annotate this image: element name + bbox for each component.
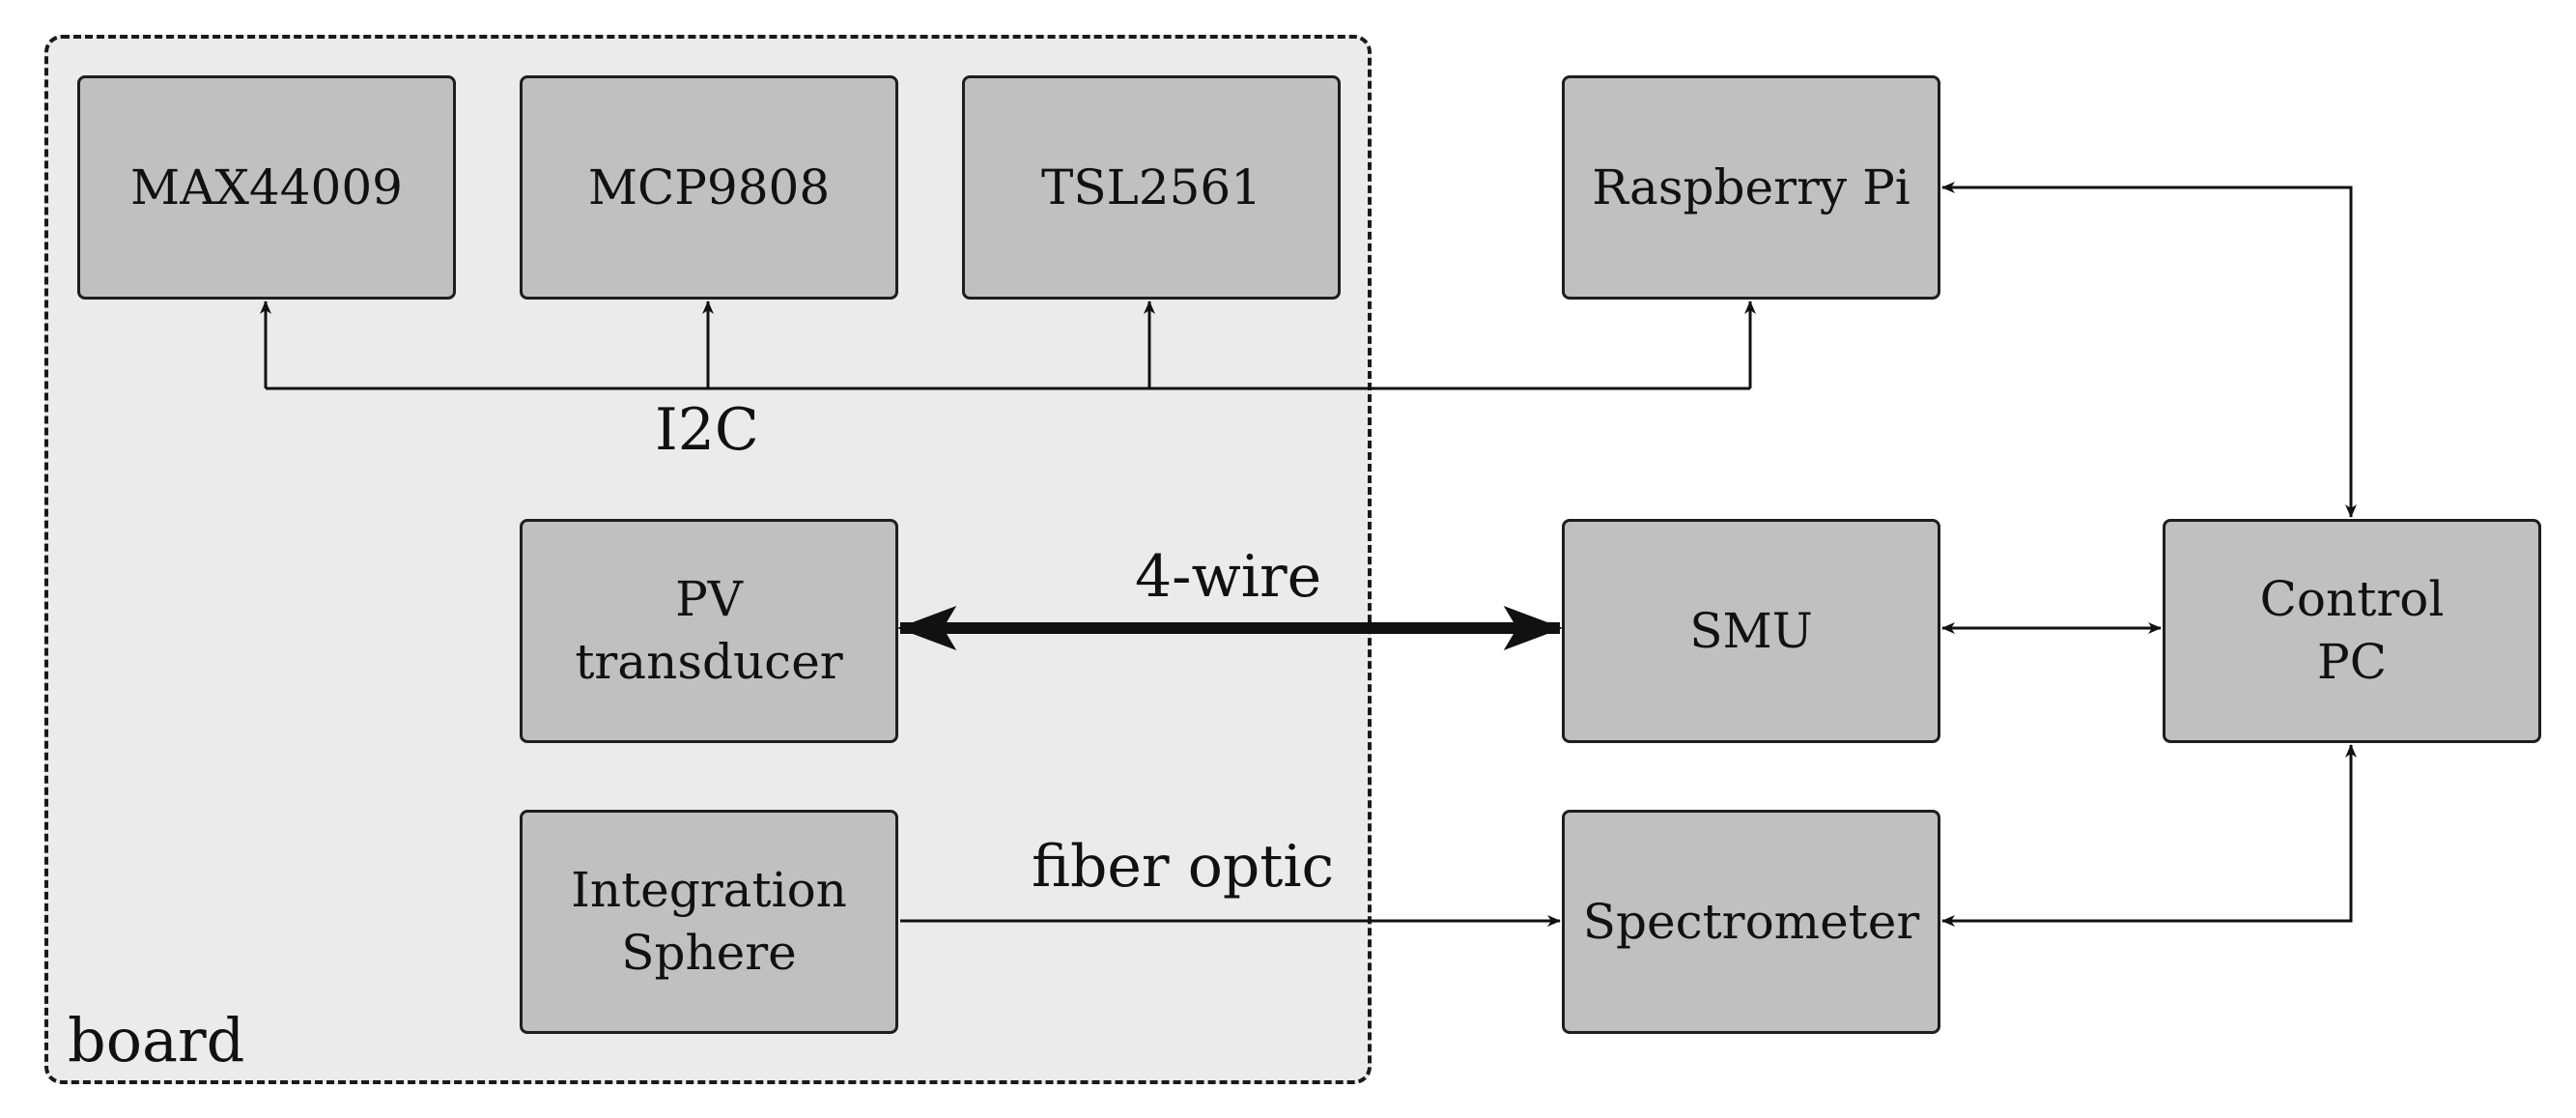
spectrometer-label: Spectrometer: [1582, 893, 1920, 950]
mcp9808-label: MCP9808: [587, 158, 831, 215]
raspberry-pi-block: Raspberry Pi: [1562, 75, 1940, 300]
raspberry-pi-control-pc-arrow: [1941, 182, 2357, 518]
fiber-optic-label: fiber optic: [1032, 833, 1335, 901]
i2c-label: I2C: [655, 396, 759, 464]
raspberry-pi-label: Raspberry Pi: [1592, 158, 1911, 215]
mcp9808-block: MCP9808: [520, 75, 898, 300]
spectrometer-block: Spectrometer: [1562, 810, 1940, 1034]
integration-sphere-label: Integration Sphere: [571, 862, 847, 981]
four-wire-label: 4-wire: [1135, 543, 1322, 611]
max44009-block: MAX44009: [77, 75, 456, 300]
smu-block: SMU: [1562, 519, 1940, 743]
control-pc-block: Control PC: [2163, 519, 2541, 743]
smu-label: SMU: [1689, 602, 1813, 659]
pv-transducer-label: PV transducer: [575, 571, 843, 690]
control-pc-label: Control PC: [2259, 571, 2445, 690]
max44009-label: MAX44009: [130, 158, 403, 215]
integration-sphere-block: Integration Sphere: [520, 810, 898, 1034]
spectrometer-control-pc-arrow: [1941, 744, 2357, 927]
pv-transducer-block: PV transducer: [520, 519, 898, 743]
tsl2561-block: TSL2561: [962, 75, 1341, 300]
tsl2561-label: TSL2561: [1040, 158, 1262, 215]
board-label: board: [68, 1005, 245, 1075]
